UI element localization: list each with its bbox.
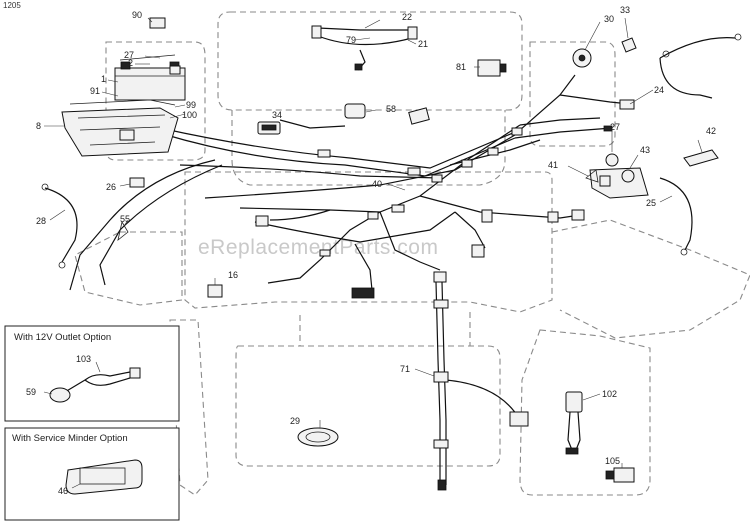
callout-26: 26 (106, 182, 116, 192)
relay-81 (477, 59, 507, 77)
callout-55: 55 (120, 214, 130, 224)
switch-102 (565, 391, 583, 455)
callout-46: 46 (58, 486, 68, 496)
callout-105: 105 (605, 456, 620, 466)
callout-103: 103 (76, 354, 91, 364)
callout-71: 71 (400, 364, 410, 374)
key-switch-30 (572, 48, 592, 68)
callout-99: 99 (186, 100, 196, 110)
callout-90: 90 (132, 10, 142, 20)
callout-8: 8 (36, 121, 41, 131)
part-16 (207, 284, 223, 298)
battery-strap (69, 99, 176, 106)
battery (114, 54, 186, 101)
part-58 (344, 103, 430, 125)
callout-22: 22 (402, 12, 412, 22)
callouts: 90 22 30 33 27 2 79 21 1 81 91 99 100 8 … (26, 5, 716, 496)
switch-105 (605, 467, 635, 483)
callout-29: 29 (290, 416, 300, 426)
callout-100: 100 (182, 110, 197, 120)
callout-41: 41 (548, 160, 558, 170)
callout-30: 30 (604, 14, 614, 24)
callout-34: 34 (272, 110, 282, 120)
callout-59: 59 (26, 387, 36, 397)
callout-43: 43 (640, 145, 650, 155)
starter-solenoid-43 (589, 153, 649, 199)
callout-25: 25 (646, 198, 656, 208)
callout-24: 24 (654, 85, 664, 95)
callout-58: 58 (386, 104, 396, 114)
option-box-12v-title: With 12V Outlet Option (14, 332, 111, 343)
frame-outline (74, 11, 750, 496)
callout-21: 21 (418, 39, 428, 49)
harness-connectors (255, 99, 635, 299)
harness-22 (311, 25, 418, 71)
cable-25 (659, 177, 693, 256)
diagram-code: 1205 (3, 1, 21, 10)
harness-71 (433, 281, 529, 491)
callout-27-right: 27 (610, 122, 620, 132)
callout-1: 1 (101, 74, 106, 84)
callout-91: 91 (90, 86, 100, 96)
battery-tray (61, 107, 179, 157)
part-41 (585, 169, 599, 183)
option-box-service-minder-title: With Service Minder Option (12, 433, 128, 444)
leader-lines (43, 17, 703, 489)
callout-42: 42 (706, 126, 716, 136)
callout-28: 28 (36, 216, 46, 226)
callout-2: 2 (128, 58, 133, 68)
key-33 (621, 37, 637, 53)
watermark: eReplacementParts.com (198, 236, 438, 259)
callout-33: 33 (620, 5, 630, 15)
switch-34 (257, 121, 281, 135)
part-90 (149, 17, 166, 29)
option-box-service-minder: With Service Minder Option (4, 427, 180, 521)
option-box-12v: With 12V Outlet Option (4, 325, 180, 422)
callout-79: 79 (346, 35, 356, 45)
callout-40: 40 (372, 179, 382, 189)
callout-16: 16 (228, 270, 238, 280)
part-26 (129, 177, 145, 188)
callout-27-top: 27 (124, 50, 134, 60)
cable-24 (659, 33, 742, 99)
bolt-55 (117, 220, 129, 242)
callout-81: 81 (456, 62, 466, 72)
clip-42 (683, 149, 719, 167)
callout-102: 102 (602, 389, 617, 399)
hour-meter-29 (297, 427, 339, 447)
cable-28 (41, 183, 78, 269)
